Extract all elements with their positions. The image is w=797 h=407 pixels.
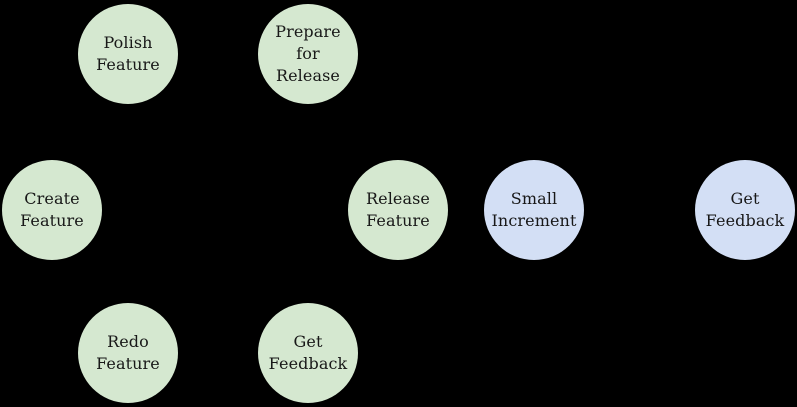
node-prepare-for-release[interactable]: Prepare for Release [258,4,358,104]
node-get-feedback-right[interactable]: Get Feedback [695,160,795,260]
node-label: Redo Feature [96,332,160,373]
node-small-increment[interactable]: Small Increment [484,160,584,260]
node-label: Small Increment [491,189,577,230]
node-release-feature[interactable]: Release Feature [348,160,448,260]
node-label: Release Feature [365,189,431,230]
node-polish-feature[interactable]: Polish Feature [78,4,178,104]
node-redo-feature[interactable]: Redo Feature [78,303,178,403]
node-label: Get Feedback [268,332,348,373]
node-label: Polish Feature [96,33,160,74]
node-label: Prepare for Release [275,22,341,85]
node-label: Create Feature [20,189,84,230]
node-label: Get Feedback [705,189,785,230]
node-get-feedback-bottom[interactable]: Get Feedback [258,303,358,403]
node-create-feature[interactable]: Create Feature [2,160,102,260]
